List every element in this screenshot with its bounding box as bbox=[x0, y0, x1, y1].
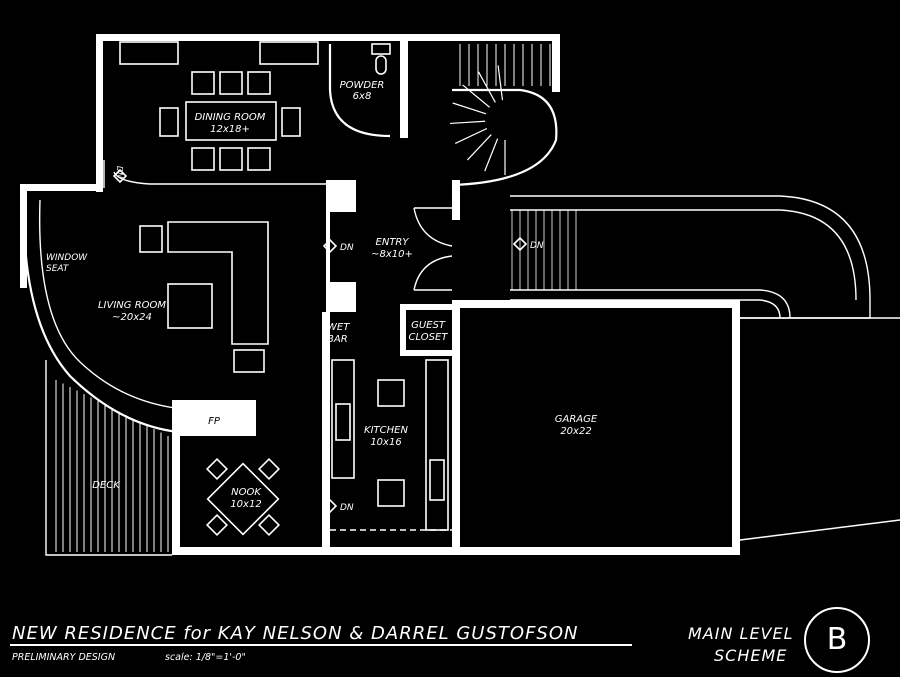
garage-size: 20x22 bbox=[560, 426, 591, 437]
nook-size: 10x12 bbox=[230, 499, 261, 510]
dn-label-right: DN bbox=[530, 241, 544, 251]
window-seat-label-2: SEAT bbox=[46, 264, 70, 274]
kitchen-size: 10x16 bbox=[370, 437, 401, 448]
dn-label-entry: DN bbox=[340, 243, 354, 253]
dn-arrow-left bbox=[112, 168, 128, 184]
dn-arrow-right bbox=[512, 236, 528, 252]
dining-room-size: 12x18+ bbox=[210, 124, 250, 135]
wet-bar-label-2: BAR bbox=[327, 334, 348, 345]
powder-label: POWDER bbox=[340, 80, 385, 91]
sheet-letter: B bbox=[826, 622, 848, 657]
window-seat-label-1: WINDOW bbox=[46, 253, 88, 263]
doors bbox=[103, 160, 453, 291]
stair-curved-wall bbox=[451, 88, 558, 187]
powder-curved-wall bbox=[328, 44, 391, 138]
fireplace bbox=[198, 404, 252, 436]
wet-bar-label-1: WET bbox=[327, 322, 350, 333]
title-underline bbox=[10, 644, 632, 646]
living-room-size: ~20x24 bbox=[112, 312, 152, 323]
sheet-letter-circle: B bbox=[804, 607, 870, 673]
living-top-step bbox=[113, 171, 330, 185]
garage-label: GARAGE bbox=[555, 414, 598, 425]
kitchen-label: KITCHEN bbox=[364, 425, 408, 436]
exterior-walls bbox=[20, 34, 740, 555]
entry-label: ENTRY bbox=[376, 237, 410, 248]
deck-label: DECK bbox=[92, 480, 121, 491]
dn-arrow-kitchen bbox=[322, 498, 338, 514]
dining-windows bbox=[119, 41, 319, 65]
powder-fixtures bbox=[371, 43, 391, 75]
driveway-lines bbox=[739, 317, 900, 541]
sheet-title-line1: MAIN LEVEL bbox=[688, 624, 794, 643]
kitchen-counters bbox=[330, 359, 452, 531]
entry-size: ~8x10+ bbox=[371, 249, 413, 260]
window-seat-line bbox=[38, 199, 176, 409]
deck bbox=[45, 360, 172, 556]
design-status: PRELIMINARY DESIGN bbox=[12, 652, 116, 663]
right-stair-line-1 bbox=[510, 209, 857, 301]
main-stairs bbox=[450, 44, 577, 290]
nook-table bbox=[205, 457, 281, 537]
right-stair-line-2 bbox=[510, 289, 791, 319]
fireplace-label: FP bbox=[208, 416, 221, 427]
sheet-title-line2: SCHEME bbox=[714, 646, 788, 665]
powder-size: 6x8 bbox=[353, 91, 372, 102]
dn-label-kitchen: DN bbox=[340, 503, 354, 513]
living-room-label: LIVING ROOM bbox=[98, 300, 166, 311]
dn-arrow-entry bbox=[322, 238, 338, 254]
living-curved-wall bbox=[22, 189, 179, 434]
guest-closet-label-2: CLOSET bbox=[409, 332, 449, 343]
right-stair-outline bbox=[510, 195, 871, 319]
dn-label-left: DN bbox=[115, 166, 124, 178]
project-title: NEW RESIDENCE for KAY NELSON & DARREL GU… bbox=[12, 623, 579, 644]
right-stair-line-3 bbox=[510, 299, 781, 319]
drawing-scale: scale: 1/8"=1'-0" bbox=[165, 652, 246, 663]
dining-table bbox=[159, 71, 301, 171]
guest-closet-label-1: GUEST bbox=[411, 320, 446, 331]
nook-label: NOOK bbox=[231, 487, 262, 498]
dining-room-label: DINING ROOM bbox=[195, 112, 266, 123]
